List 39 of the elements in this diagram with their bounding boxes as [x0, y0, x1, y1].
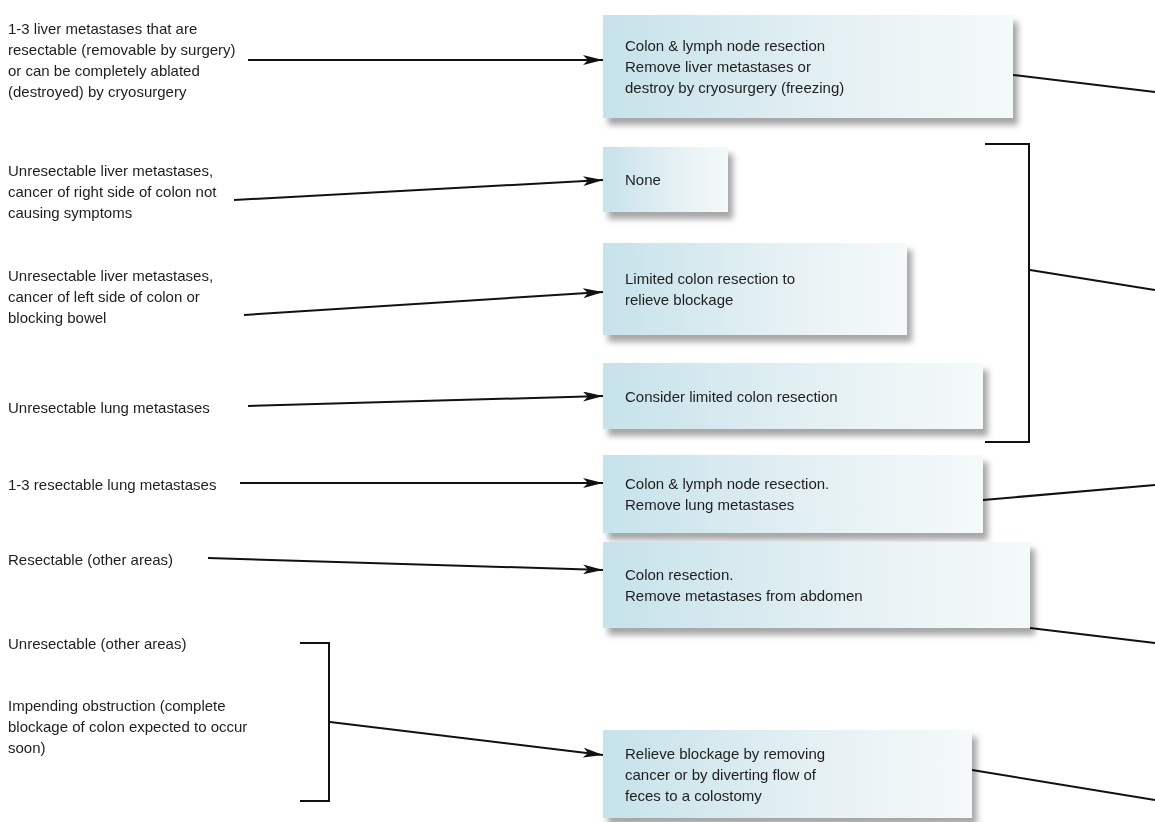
treatment-text: Remove metastases from abdomen: [625, 586, 864, 606]
connector-line: [1029, 269, 1155, 291]
arrow: [247, 55, 604, 65]
arrow: [329, 721, 604, 758]
treatment-text: Remove lung metastases: [625, 495, 796, 515]
condition-text: Impending obstruction (complete blockage of colon expected to occur soon): [8, 695, 248, 758]
arrow: [247, 391, 604, 407]
connector-line: [982, 484, 1155, 501]
treatment-text: Colon & lymph node resection.: [625, 474, 831, 494]
condition-text: Unresectable lung metastases: [8, 397, 248, 418]
condition-text: Unresectable liver metastases, cancer of right side of colon not causing symptoms: [8, 160, 234, 223]
arrow: [239, 478, 604, 488]
connector-line: [971, 769, 1155, 801]
arrow: [233, 176, 604, 201]
treatment-box: [603, 147, 728, 212]
treatment-text: Limited colon resection to relieve blockage: [625, 269, 797, 310]
treatment-box: [603, 542, 1030, 628]
connector-line: [1012, 74, 1155, 93]
treatment-text: Colon resection.: [625, 565, 735, 585]
condition-text: Unresectable liver metastases, cancer of left side of colon or blocking bowel: [8, 265, 244, 328]
arrow: [243, 288, 604, 316]
treatment-text: Colon & lymph node resection: [625, 36, 827, 56]
bracket: [300, 642, 330, 802]
treatment-box: [603, 363, 983, 429]
condition-text: Resectable (other areas): [8, 549, 208, 570]
treatment-text: Remove liver metastases or destroy by cryosurgery (freezing): [625, 57, 846, 98]
condition-text: 1-3 resectable lung metastases: [8, 474, 240, 495]
treatment-text: Consider limited colon resection: [625, 386, 839, 407]
condition-text: 1-3 liver metastases that are resectable (removable by surgery) or can be completely ablated (destroyed) by cryosurgery: [8, 18, 248, 102]
condition-text: Unresectable (other areas): [8, 633, 238, 654]
treatment-box: [603, 730, 972, 818]
treatment-text: Relieve blockage by removing cancer or by diverting flow of feces to a colostomy: [625, 743, 827, 806]
treatment-text: None: [625, 170, 662, 190]
arrow: [207, 557, 604, 575]
treatment-box: [603, 243, 907, 335]
treatment-box: [603, 455, 983, 533]
connector-line: [1029, 627, 1155, 644]
bracket: [985, 143, 1030, 443]
treatment-box: [603, 15, 1013, 118]
